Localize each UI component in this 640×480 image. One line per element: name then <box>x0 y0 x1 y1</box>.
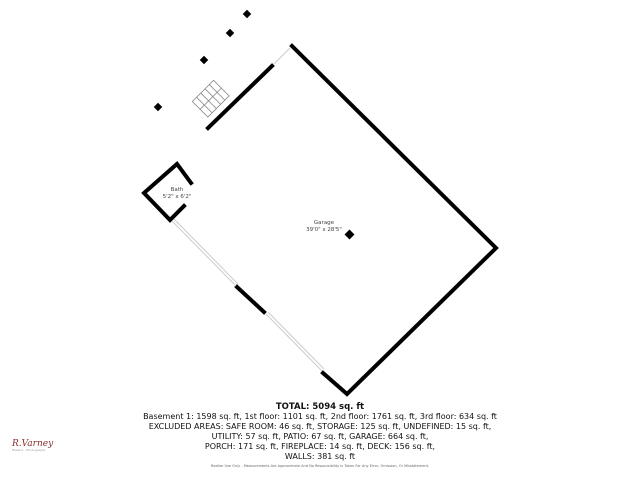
room-dims: 39'0" x 28'5" <box>306 227 342 233</box>
summary-line: WALLS: 381 sq. ft <box>284 452 356 461</box>
summary-line: UTILITY: 57 sq. ft, PATIO: 67 sq. ft, GA… <box>211 432 429 441</box>
exterior-markers <box>153 9 252 112</box>
summary-line: EXCLUDED AREAS: SAFE ROOM: 46 sq. ft, ST… <box>148 422 492 431</box>
garage-wall-door-segment <box>234 284 267 315</box>
opening-top <box>273 47 291 65</box>
stairs <box>191 79 230 118</box>
garage-wall-top-left <box>205 63 275 131</box>
bath-wall <box>141 161 194 223</box>
room-name: Garage <box>313 220 335 226</box>
garage-opening-left <box>171 220 237 287</box>
garage-wall-right <box>289 43 499 397</box>
disclaimer: Realtor Use Only - Measurements Are Appr… <box>210 464 430 468</box>
room-dims: 5'2" x 6'2" <box>162 194 192 200</box>
room-label-bath: Bath 5'2" x 6'2" <box>163 187 192 201</box>
room-label-garage: Garage 39'0" x 28'5" <box>306 220 342 234</box>
total-area: TOTAL: 5094 sq. ft <box>275 402 365 412</box>
garage-post <box>344 229 355 240</box>
garage-opening-left-lower <box>265 313 323 372</box>
area-summary: TOTAL: 5094 sq. ft Basement 1: 1598 sq. … <box>0 402 640 462</box>
room-name: Bath <box>170 187 184 193</box>
summary-line: PORCH: 171 sq. ft, FIREPLACE: 14 sq. ft,… <box>204 442 436 451</box>
summary-line: Basement 1: 1598 sq. ft, 1st floor: 1101… <box>143 412 497 421</box>
